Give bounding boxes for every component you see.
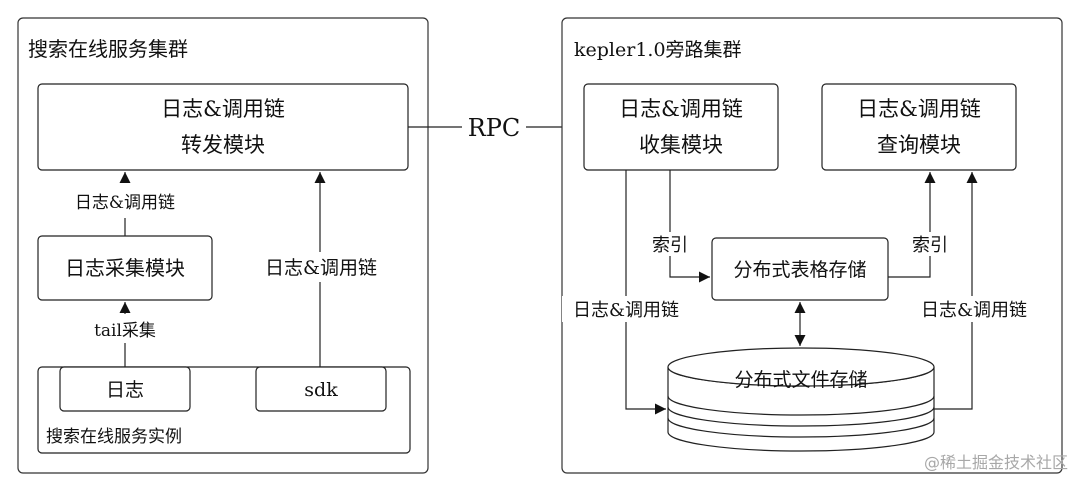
arrow-file-storage-to-query xyxy=(934,172,978,410)
log-collect-module-label: 日志采集模块 xyxy=(65,256,185,280)
watermark: @稀土掘金技术社区 xyxy=(924,453,1068,472)
collect-module-line1: 日志&调用链 xyxy=(619,97,743,121)
left-cluster-title: 搜索在线服务集群 xyxy=(28,37,188,61)
arrow-collect-to-table-storage xyxy=(669,170,710,283)
table-storage-label: 分布式表格存储 xyxy=(733,259,866,281)
service-instance-title: 搜索在线服务实例 xyxy=(46,427,182,447)
query-module-line2: 查询模块 xyxy=(877,133,961,157)
index-right-label: 索引 xyxy=(912,235,948,256)
log-left-label: 日志&调用链 xyxy=(573,300,679,321)
file-storage-label: 分布式文件存储 xyxy=(734,369,867,391)
sdk-box xyxy=(255,366,387,412)
index-left-label: 索引 xyxy=(652,235,688,256)
tail-arrow-label: tail采集 xyxy=(94,321,156,341)
service-instance: 日志 sdk 搜索在线服务实例 xyxy=(37,366,411,454)
left-cluster: 搜索在线服务集群 日志&调用链 转发模块 日志&调用链 日志采集模块 tail采… xyxy=(17,17,429,474)
forward-module-line2: 转发模块 xyxy=(181,133,265,157)
collect-module: 日志&调用链 收集模块 xyxy=(583,83,779,171)
arrow-table-storage-to-query xyxy=(888,172,936,278)
forward-module: 日志&调用链 转发模块 xyxy=(37,83,409,171)
file-storage-cylinder: 分布式文件存储 xyxy=(667,347,935,452)
log-collect-module: 日志采集模块 xyxy=(37,235,213,301)
sdk-box-label: sdk xyxy=(304,379,338,401)
sdk-arrow-label: 日志&调用链 xyxy=(265,257,377,279)
right-cluster: kepler1.0旁路集群 日志&调用链 收集模块 日志&调用链 查询模块 分布… xyxy=(561,17,1063,474)
collect-module-line2: 收集模块 xyxy=(639,133,723,157)
query-module-line1: 日志&调用链 xyxy=(857,97,981,121)
arrow-collect-to-file-storage xyxy=(625,170,666,415)
log-box xyxy=(59,366,191,412)
collect-arrow-label: 日志&调用链 xyxy=(75,193,175,213)
log-right-label: 日志&调用链 xyxy=(921,300,1027,321)
query-module: 日志&调用链 查询模块 xyxy=(821,83,1017,171)
table-storage: 分布式表格存储 xyxy=(711,237,889,301)
forward-module-line1: 日志&调用链 xyxy=(161,97,285,121)
right-cluster-title: kepler1.0旁路集群 xyxy=(574,39,742,61)
log-box-label: 日志 xyxy=(106,379,144,401)
rpc-label: RPC xyxy=(468,114,521,142)
